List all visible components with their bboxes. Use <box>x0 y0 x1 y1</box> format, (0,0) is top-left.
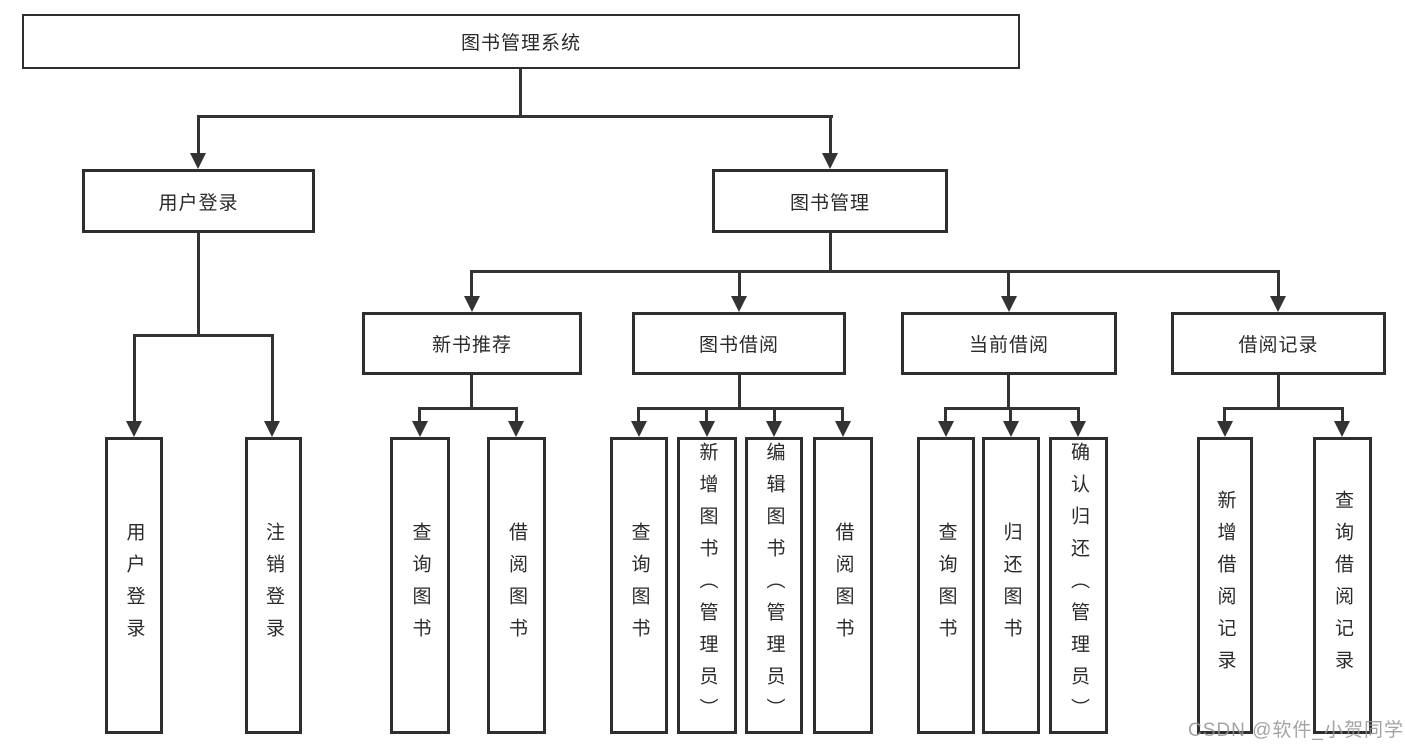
arrow-down-icon <box>731 296 747 312</box>
leaf-label: 编辑图书（管理员） <box>763 441 785 730</box>
connector-user-login-stem <box>197 233 200 337</box>
arrow-down-icon <box>264 421 280 437</box>
leaf-borrow-books-recommend: 借阅图书 <box>487 437 546 734</box>
arrow-down-icon <box>938 421 954 437</box>
connector-drop <box>515 407 518 422</box>
connector-drop <box>1223 407 1226 422</box>
connector-drop <box>470 270 473 299</box>
connector-drop-book-mgmt <box>829 115 832 157</box>
connector-borrow-hline <box>637 407 844 410</box>
connector-records-hline <box>1224 407 1343 410</box>
csdn-watermark: CSDN @软件_小贺同学 <box>1188 720 1404 741</box>
arrow-down-icon <box>508 421 524 437</box>
leaf-return-books: 归还图书 <box>982 437 1040 734</box>
connector-drop <box>1077 407 1080 422</box>
arrow-down-icon <box>835 421 851 437</box>
connector-drop <box>773 407 776 422</box>
connector-drop <box>705 407 708 422</box>
node-label: 新书推荐 <box>431 335 512 356</box>
arrow-down-icon <box>412 421 428 437</box>
connector-records-stem <box>1277 375 1280 410</box>
node-label: 当前借阅 <box>968 335 1049 356</box>
connector-drop <box>1277 270 1280 299</box>
leaf-query-borrow-record: 查询借阅记录 <box>1313 437 1372 734</box>
connector-drop <box>1341 407 1344 422</box>
leaf-query-books-current: 查询图书 <box>917 437 975 734</box>
arrow-down-icon <box>190 153 206 169</box>
arrow-down-icon <box>1334 421 1350 437</box>
leaf-label: 查询图书 <box>409 521 431 650</box>
node-book-management: 图书管理 <box>712 169 948 233</box>
node-label: 图书管理系统 <box>460 33 581 54</box>
node-borrow-records: 借阅记录 <box>1171 312 1386 375</box>
leaf-logout: 注销登录 <box>245 437 302 734</box>
connector-current-hline <box>945 407 1079 410</box>
leaf-edit-books-admin: 编辑图书（管理员） <box>745 437 803 734</box>
connector-drop <box>133 334 136 423</box>
connector-drop-user-login <box>197 115 200 157</box>
node-book-borrow: 图书借阅 <box>632 312 846 375</box>
connector-drop <box>944 407 947 422</box>
leaf-label: 借阅图书 <box>832 521 854 650</box>
leaf-label: 新增图书（管理员） <box>696 441 718 730</box>
connector-book-mgmt-hline <box>471 270 1279 273</box>
connector-root-hline <box>197 115 833 118</box>
connector-drop <box>1009 407 1012 422</box>
leaf-label: 查询图书 <box>628 521 650 650</box>
leaf-add-books-admin: 新增图书（管理员） <box>677 437 737 734</box>
connector-drop <box>1007 270 1010 299</box>
connector-drop <box>271 334 274 423</box>
connector-drop <box>841 407 844 422</box>
connector-current-stem <box>1007 375 1010 410</box>
node-label: 用户登录 <box>158 192 239 214</box>
leaf-user-login: 用户登录 <box>105 437 163 734</box>
arrow-down-icon <box>1217 421 1233 437</box>
leaf-label: 借阅图书 <box>506 521 527 650</box>
leaf-label: 用户登录 <box>123 521 145 650</box>
node-new-book-recommend: 新书推荐 <box>362 312 582 375</box>
arrow-down-icon <box>1001 296 1017 312</box>
leaf-confirm-return-admin: 确认归还（管理员） <box>1049 437 1108 734</box>
node-label: 借阅记录 <box>1238 335 1319 356</box>
leaf-query-books-borrow: 查询图书 <box>610 437 668 734</box>
leaf-label: 查询图书 <box>935 521 957 650</box>
leaf-label: 注销登录 <box>263 521 284 650</box>
arrow-down-icon <box>1070 421 1086 437</box>
arrow-down-icon <box>1270 296 1286 312</box>
node-book-management-system: 图书管理系统 <box>22 14 1020 69</box>
leaf-label: 归还图书 <box>1000 521 1022 650</box>
arrow-down-icon <box>464 296 480 312</box>
leaf-label: 新增借阅记录 <box>1214 489 1236 682</box>
node-current-borrow: 当前借阅 <box>901 312 1117 375</box>
arrow-down-icon <box>631 421 647 437</box>
connector-borrow-stem <box>738 375 741 410</box>
leaf-borrow-books: 借阅图书 <box>813 437 873 734</box>
connector-drop <box>738 270 741 299</box>
leaf-label: 查询借阅记录 <box>1332 489 1353 682</box>
connector-recommend-hline <box>419 407 518 410</box>
arrow-down-icon <box>699 421 715 437</box>
node-label: 图书借阅 <box>698 335 779 356</box>
arrow-down-icon <box>822 153 838 169</box>
connector-recommend-stem <box>470 375 473 410</box>
connector-book-mgmt-stem <box>829 233 832 273</box>
arrow-down-icon <box>126 421 142 437</box>
connector-drop <box>637 407 640 422</box>
arrow-down-icon <box>766 421 782 437</box>
node-user-login: 用户登录 <box>82 169 315 233</box>
leaf-add-borrow-record: 新增借阅记录 <box>1197 437 1253 734</box>
arrow-down-icon <box>1003 421 1019 437</box>
leaf-query-books-recommend: 查询图书 <box>390 437 450 734</box>
leaf-label: 确认归还（管理员） <box>1068 441 1089 730</box>
node-label: 图书管理 <box>789 192 870 214</box>
connector-root-stem <box>519 67 522 118</box>
connector-user-login-hline <box>133 334 274 337</box>
connector-drop <box>418 407 421 422</box>
